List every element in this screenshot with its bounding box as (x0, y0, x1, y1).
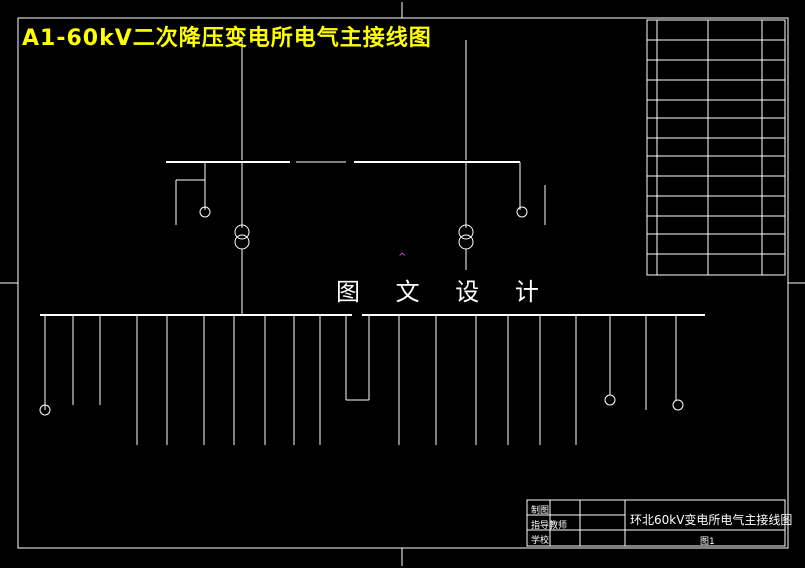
title-block-row3-label: 学校 (531, 536, 550, 546)
title-block-row1-label: 制图 (531, 506, 550, 516)
diagram-title: A1-60kV二次降压变电所电气主接线图 (22, 26, 432, 51)
feeder-lines (39, 315, 684, 445)
title-block-drawing-name: 环北60kV变电所电气主接线图 (630, 513, 793, 527)
title-block-sheet-label: 图1 (700, 537, 715, 547)
cursor-marker: ^ (398, 252, 407, 263)
watermark-text: 图 文 设 计 (336, 278, 553, 306)
title-block-row2-label: 指导教师 (531, 521, 568, 531)
title-block-frame (526, 499, 786, 547)
equipment-table (646, 19, 786, 276)
